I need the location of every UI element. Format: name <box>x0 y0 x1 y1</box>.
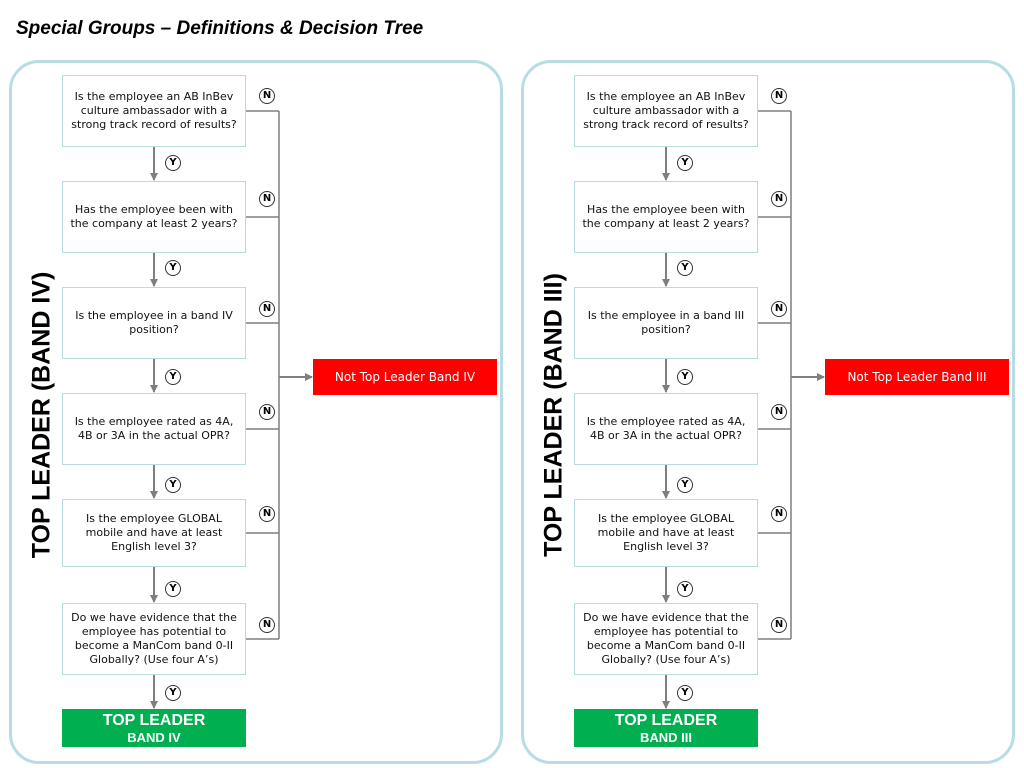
question-box: Do we have evidence that the employee ha… <box>62 603 246 675</box>
yes-badge: Y <box>677 260 693 276</box>
question-box: Is the employee in a band IV position? <box>62 287 246 359</box>
side-label-text: TOP LEADER (BAND IV) <box>27 271 56 559</box>
no-badge: N <box>259 506 275 522</box>
side-label-text: TOP LEADER (BAND III) <box>539 273 568 557</box>
yes-outcome-box: TOP LEADER BAND III <box>574 709 758 747</box>
yes-badge: Y <box>165 685 181 701</box>
yes-outcome-box: TOP LEADER BAND IV <box>62 709 246 747</box>
yes-badge: Y <box>165 369 181 385</box>
connector-lines <box>150 110 313 709</box>
question-box: Is the employee in a band III position? <box>574 287 758 359</box>
no-badge: N <box>771 191 787 207</box>
yes-badge: Y <box>677 581 693 597</box>
question-box: Do we have evidence that the employee ha… <box>574 603 758 675</box>
no-badge: N <box>259 88 275 104</box>
page-title: Special Groups – Definitions & Decision … <box>16 18 424 39</box>
yes-outcome-line1: TOP LEADER <box>614 712 718 729</box>
question-box: Is the employee GLOBAL mobile and have a… <box>62 499 246 567</box>
panel-band-iv: TOP LEADER (BAND IV) Is the employee an … <box>9 60 503 764</box>
no-outcome-box: Not Top Leader Band IV <box>313 359 497 395</box>
no-badge: N <box>771 88 787 104</box>
yes-badge: Y <box>677 155 693 171</box>
no-badge: N <box>259 617 275 633</box>
question-box: Is the employee rated as 4A, 4B or 3A in… <box>574 393 758 465</box>
yes-badge: Y <box>165 155 181 171</box>
no-badge: N <box>771 506 787 522</box>
question-box: Has the employee been with the company a… <box>62 181 246 253</box>
question-box: Is the employee an AB InBev culture amba… <box>62 75 246 147</box>
yes-badge: Y <box>677 477 693 493</box>
yes-badge: Y <box>165 477 181 493</box>
yes-outcome-line1: TOP LEADER <box>102 712 206 729</box>
question-box: Is the employee GLOBAL mobile and have a… <box>574 499 758 567</box>
yes-outcome-line2: BAND III <box>640 730 692 745</box>
no-outcome-box: Not Top Leader Band III <box>825 359 1009 395</box>
panel-band-iii: TOP LEADER (BAND III) Is the employee an… <box>521 60 1015 764</box>
yes-badge: Y <box>677 685 693 701</box>
no-badge: N <box>771 617 787 633</box>
question-box: Has the employee been with the company a… <box>574 181 758 253</box>
question-box: Is the employee an AB InBev culture amba… <box>574 75 758 147</box>
no-badge: N <box>771 301 787 317</box>
no-badge: N <box>259 404 275 420</box>
yes-outcome-line2: BAND IV <box>127 730 181 745</box>
no-badge: N <box>259 301 275 317</box>
connector-lines <box>662 110 825 709</box>
question-box: Is the employee rated as 4A, 4B or 3A in… <box>62 393 246 465</box>
yes-badge: Y <box>677 369 693 385</box>
no-badge: N <box>259 191 275 207</box>
yes-badge: Y <box>165 260 181 276</box>
yes-badge: Y <box>165 581 181 597</box>
no-badge: N <box>771 404 787 420</box>
